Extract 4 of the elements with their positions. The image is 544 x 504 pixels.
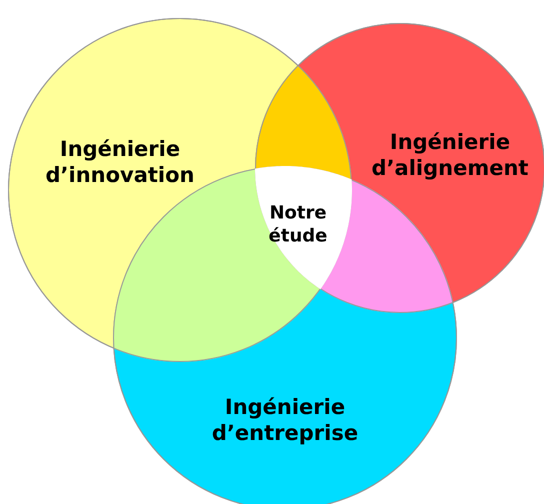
circle-label: Ingénierie d’alignement — [370, 128, 530, 182]
circle-label: Ingénierie d’innovation — [44, 136, 196, 188]
region-label: Notre étude — [268, 202, 328, 248]
circle-label: Ingénierie d’entreprise — [210, 394, 360, 446]
